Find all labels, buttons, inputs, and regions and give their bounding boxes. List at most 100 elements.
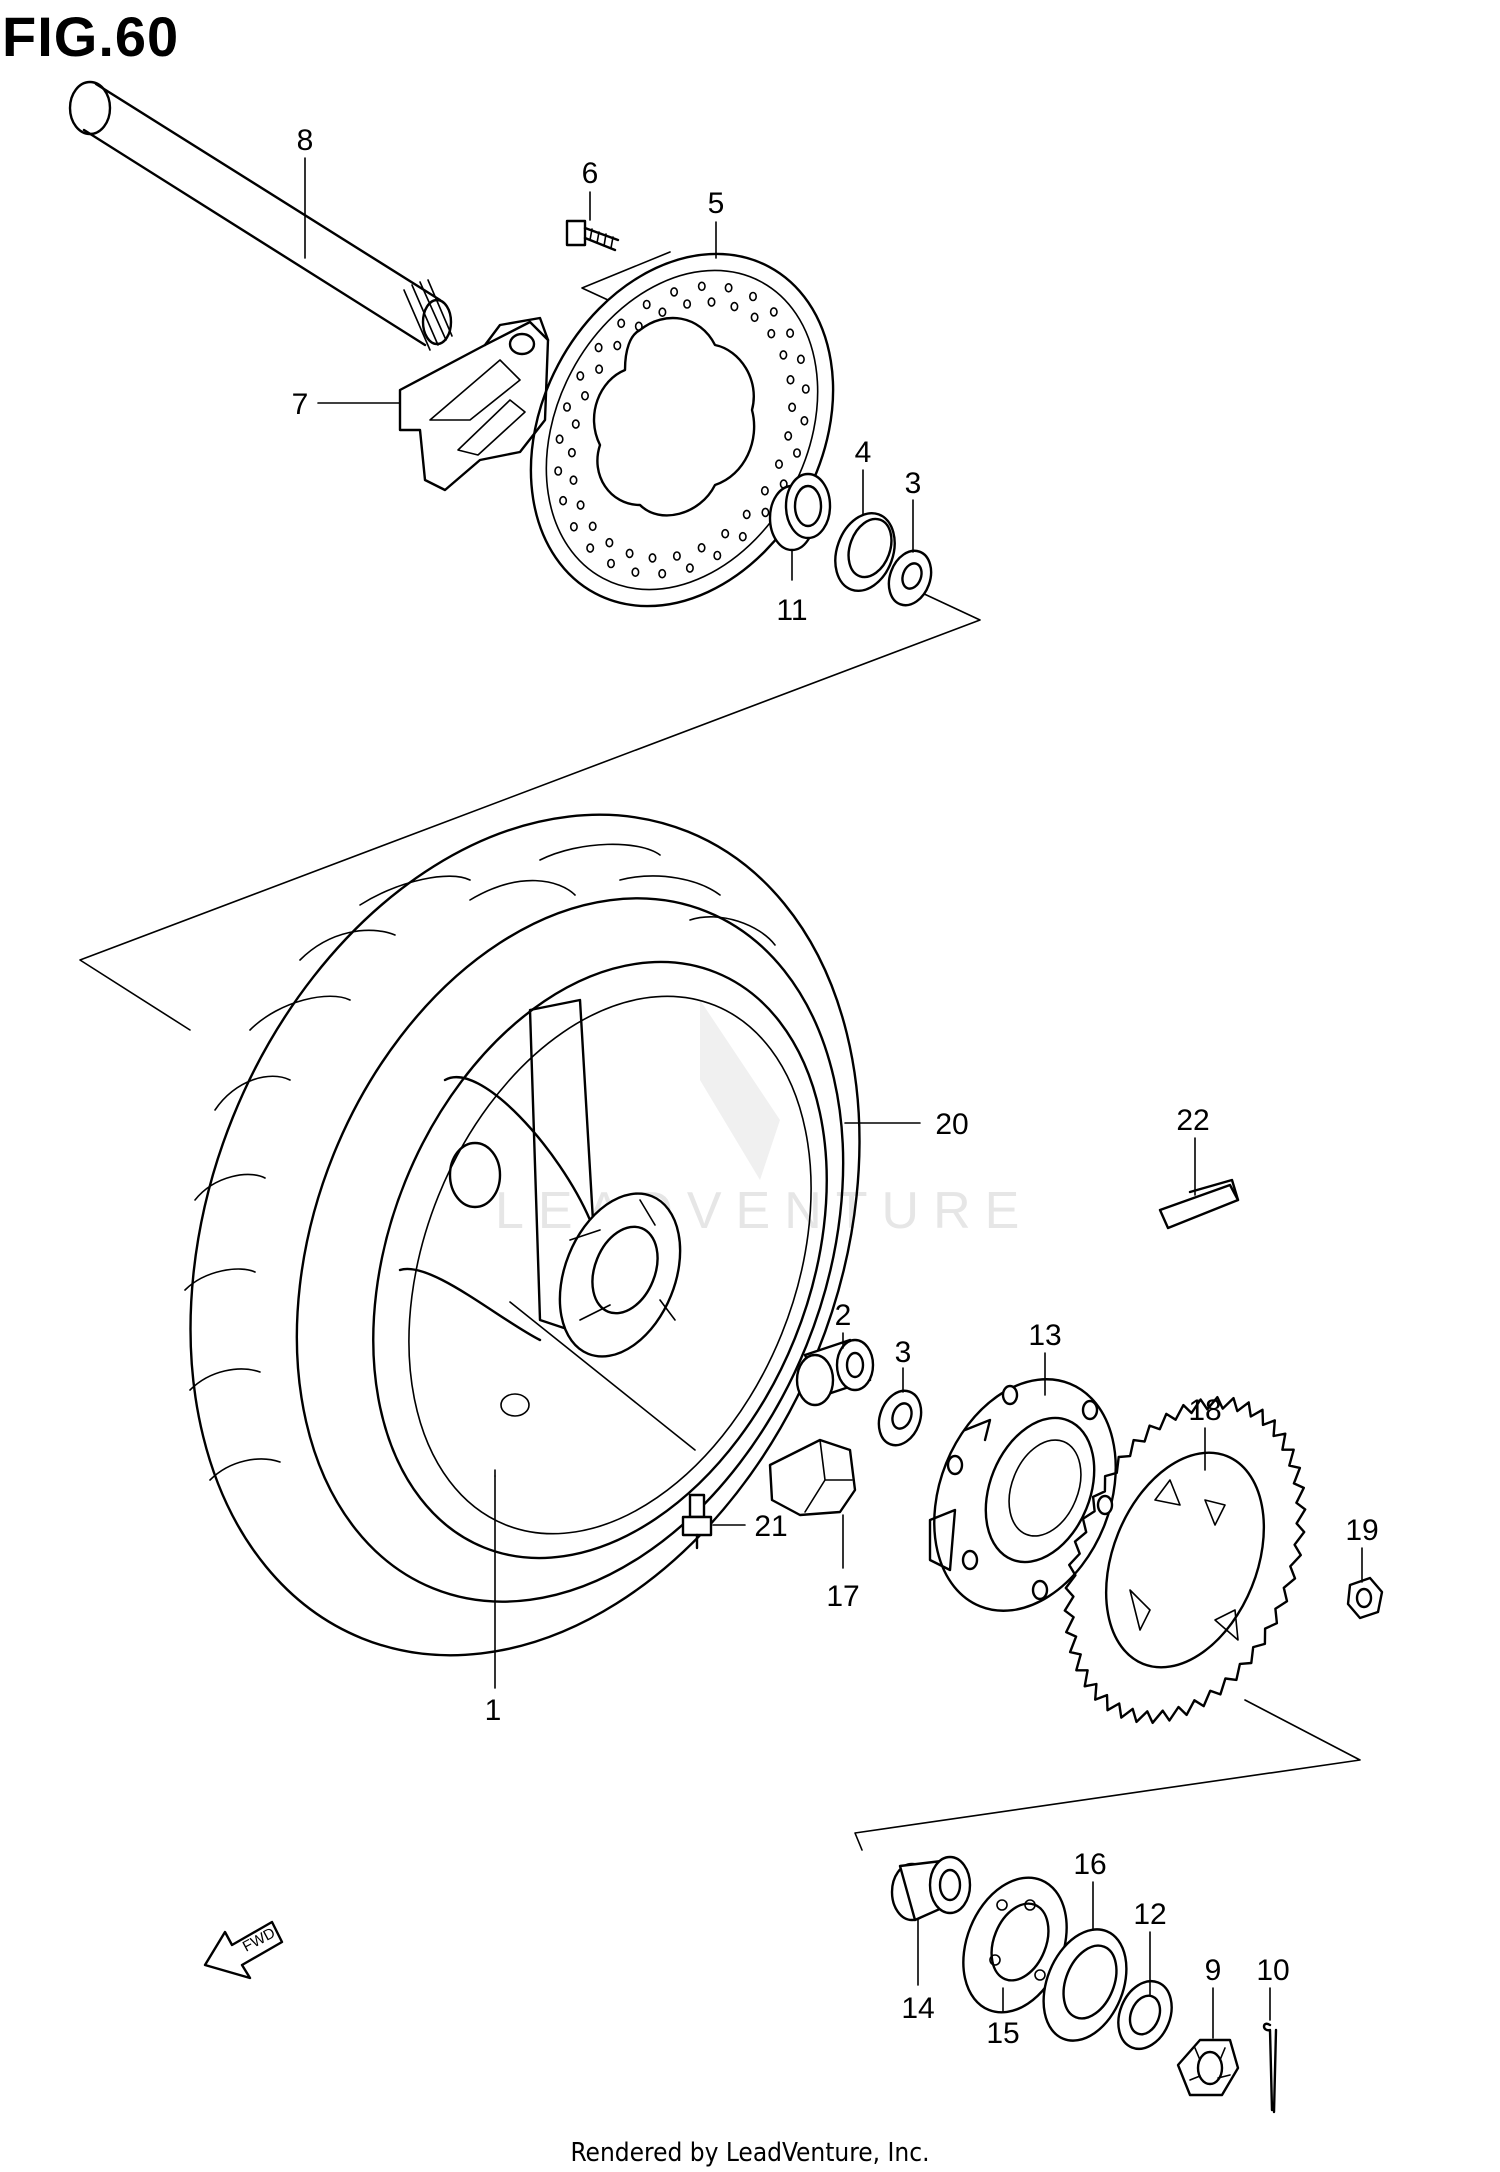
- wheel-bearing-lower: [877, 1389, 923, 1447]
- disc-vent-hole: [554, 466, 563, 476]
- sprocket-collar: [890, 1855, 972, 1922]
- callout-16: 16: [1073, 1848, 1106, 1881]
- carrier-stud: [1031, 1579, 1049, 1601]
- callout-1: 1: [485, 1694, 502, 1727]
- wheel-spacer: [795, 1338, 875, 1407]
- disc-vent-hole: [571, 419, 580, 429]
- callout-6: 6: [582, 157, 599, 190]
- callout-20: 20: [935, 1108, 968, 1141]
- disc-vent-hole: [576, 371, 585, 381]
- disc-vent-hole: [800, 415, 809, 426]
- disc-vent-hole: [580, 390, 589, 401]
- disc-vent-hole: [774, 459, 783, 470]
- carrier-stud: [961, 1549, 979, 1571]
- callout-3-top: 3: [905, 467, 922, 500]
- disc-vent-hole: [562, 402, 571, 412]
- callout-10: 10: [1256, 1954, 1289, 1987]
- callout-2: 2: [835, 1299, 852, 1332]
- disc-vent-hole: [569, 521, 578, 532]
- rear-wheel: [372, 960, 828, 1560]
- oil-seal: [834, 512, 896, 592]
- disc-vent-hole: [555, 434, 564, 445]
- carrier-stud: [1001, 1384, 1019, 1406]
- disc-vent-hole: [672, 551, 681, 561]
- callout-5: 5: [708, 187, 725, 220]
- disc-vent-hole: [760, 485, 769, 496]
- disc-vent-hole: [784, 431, 793, 441]
- disc-vent-hole: [742, 509, 751, 520]
- fwd-arrow-icon: FWD: [203, 1920, 284, 1980]
- disc-vent-hole: [658, 568, 667, 579]
- disc-vent-hole: [569, 475, 578, 486]
- sprocket-spacer: [1117, 1980, 1173, 2050]
- callout-19: 19: [1345, 1514, 1378, 1547]
- callout-15: 15: [986, 2017, 1019, 2050]
- disc-vent-hole: [685, 563, 694, 573]
- disc-vent-hole: [767, 328, 776, 339]
- callout-21: 21: [754, 1510, 787, 1543]
- rear-axle: [68, 80, 453, 351]
- disc-vent-hole: [576, 500, 585, 510]
- brake-disc: [529, 252, 835, 608]
- disc-vent-hole: [697, 281, 706, 292]
- axle-nut: [1176, 2038, 1240, 2097]
- sprocket-nut: [1346, 1576, 1384, 1620]
- callout-22: 22: [1176, 1104, 1209, 1137]
- disc-vent-hole: [792, 448, 801, 458]
- cotter-pin: [1262, 2022, 1278, 2114]
- balance-weight: [1158, 1178, 1240, 1230]
- watermark: LEADVENTURE: [495, 1000, 1019, 1240]
- carrier-stud: [1096, 1494, 1114, 1516]
- disc-vent-hole: [648, 553, 657, 563]
- assembly-guide-lines: [79, 251, 1361, 1851]
- disc-vent-hole: [738, 531, 747, 542]
- callout-7: 7: [292, 388, 309, 421]
- sprocket-carrier: [928, 1378, 1117, 1612]
- disc-vent-hole: [769, 307, 778, 317]
- brake-caliper-bracket: [398, 316, 550, 492]
- disc-vent-hole: [721, 528, 730, 539]
- disc-vent-hole: [642, 299, 651, 310]
- disc-bolt: [565, 219, 620, 252]
- carrier-stud: [946, 1454, 964, 1476]
- callout-18: 18: [1188, 1394, 1221, 1427]
- disc-vent-hole: [594, 342, 603, 353]
- disc-vent-hole: [617, 318, 626, 329]
- figure-title: FIG.60: [2, 5, 180, 68]
- wheel-bearing-top: [887, 549, 933, 607]
- callout-17: 17: [826, 1580, 859, 1613]
- disc-vent-hole: [631, 567, 640, 578]
- callout-8: 8: [297, 124, 314, 157]
- disc-vent-hole: [801, 384, 810, 394]
- disc-vent-hole: [658, 307, 667, 318]
- disc-vent-hole: [605, 537, 614, 548]
- disc-vent-hole: [713, 550, 722, 561]
- cush-drive-damper: [768, 1438, 857, 1517]
- disc-vent-hole: [761, 507, 770, 518]
- disc-vent-hole: [683, 299, 692, 309]
- disc-vent-hole: [625, 548, 634, 559]
- carrier-stud: [1081, 1399, 1099, 1421]
- callout-13: 13: [1028, 1319, 1061, 1352]
- sprocket-oil-seal: [1042, 1928, 1128, 2042]
- disc-vent-hole: [613, 340, 622, 351]
- disc-vent-hole: [748, 291, 757, 302]
- disc-vent-hole: [588, 521, 597, 532]
- rear-sprocket: [1063, 1396, 1307, 1724]
- leader-lines: [304, 157, 1363, 2039]
- callout-14: 14: [901, 1992, 934, 2025]
- callout-labels: 8 6 5 7 4 3 11 20 22 2 3 13 18 19 21 17 …: [292, 124, 1379, 2050]
- callout-9: 9: [1205, 1954, 1222, 1987]
- disc-vent-hole: [567, 447, 576, 458]
- callout-12: 12: [1133, 1898, 1166, 1931]
- callout-3-lower: 3: [895, 1336, 912, 1369]
- disc-vent-hole: [670, 287, 679, 297]
- disc-vent-hole: [606, 558, 615, 569]
- collar: [768, 472, 832, 552]
- disc-vent-hole: [796, 354, 805, 365]
- callout-11: 11: [776, 594, 807, 627]
- disc-vent-hole: [750, 312, 759, 323]
- disc-vent-hole: [724, 282, 733, 293]
